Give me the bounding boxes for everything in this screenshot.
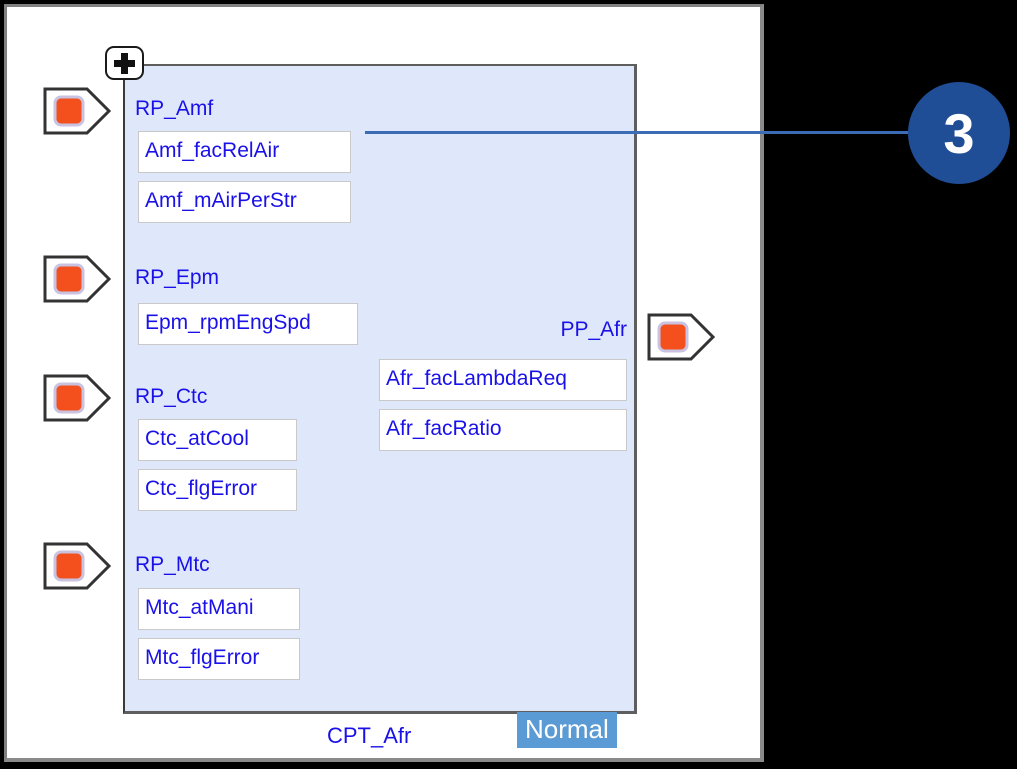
signal-box-ctc-atcool[interactable]: Ctc_atCool <box>138 419 297 461</box>
signal-box-afr-faclambdareq[interactable]: Afr_facLambdaReq <box>379 359 627 401</box>
expand-plus-icon[interactable] <box>105 46 144 80</box>
port-group-label-rp-ctc: RP_Ctc <box>135 385 208 408</box>
provider-port-icon <box>647 313 715 361</box>
signal-box-mtc-atmani[interactable]: Mtc_atMani <box>138 588 300 630</box>
receiver-port-icon <box>43 542 111 590</box>
callout-badge-3: 3 <box>908 82 1010 184</box>
status-badge: Normal <box>517 712 617 748</box>
input-port-rp-ctc[interactable] <box>43 374 111 422</box>
signal-box-amf-facrelair[interactable]: Amf_facRelAir <box>138 131 351 173</box>
port-group-label-rp-amf: RP_Amf <box>135 97 214 120</box>
callout-leader-line <box>365 131 920 134</box>
port-group-label-rp-epm: RP_Epm <box>135 266 220 289</box>
plus-vertical-bar <box>121 52 128 74</box>
block-caption: CPT_Afr <box>327 723 412 748</box>
receiver-port-icon <box>43 374 111 422</box>
signal-box-ctc-flgerror[interactable]: Ctc_flgError <box>138 469 297 511</box>
output-port-pp-afr[interactable] <box>647 313 715 361</box>
signal-box-afr-facratio[interactable]: Afr_facRatio <box>379 409 627 451</box>
receiver-port-icon <box>43 255 111 303</box>
input-port-rp-amf[interactable] <box>43 87 111 135</box>
port-group-label-pp-afr: PP_Afr <box>560 318 627 341</box>
signal-box-amf-mairperstr[interactable]: Amf_mAirPerStr <box>138 181 351 223</box>
port-group-label-rp-mtc: RP_Mtc <box>135 553 210 576</box>
input-port-rp-epm[interactable] <box>43 255 111 303</box>
signal-box-epm-rpmengspd[interactable]: Epm_rpmEngSpd <box>138 303 358 345</box>
drawing-canvas[interactable]: RP_Amf Amf_facRelAir Amf_mAirPerStr RP_E… <box>4 4 764 762</box>
signal-box-mtc-flgerror[interactable]: Mtc_flgError <box>138 638 300 680</box>
input-port-rp-mtc[interactable] <box>43 542 111 590</box>
receiver-port-icon <box>43 87 111 135</box>
